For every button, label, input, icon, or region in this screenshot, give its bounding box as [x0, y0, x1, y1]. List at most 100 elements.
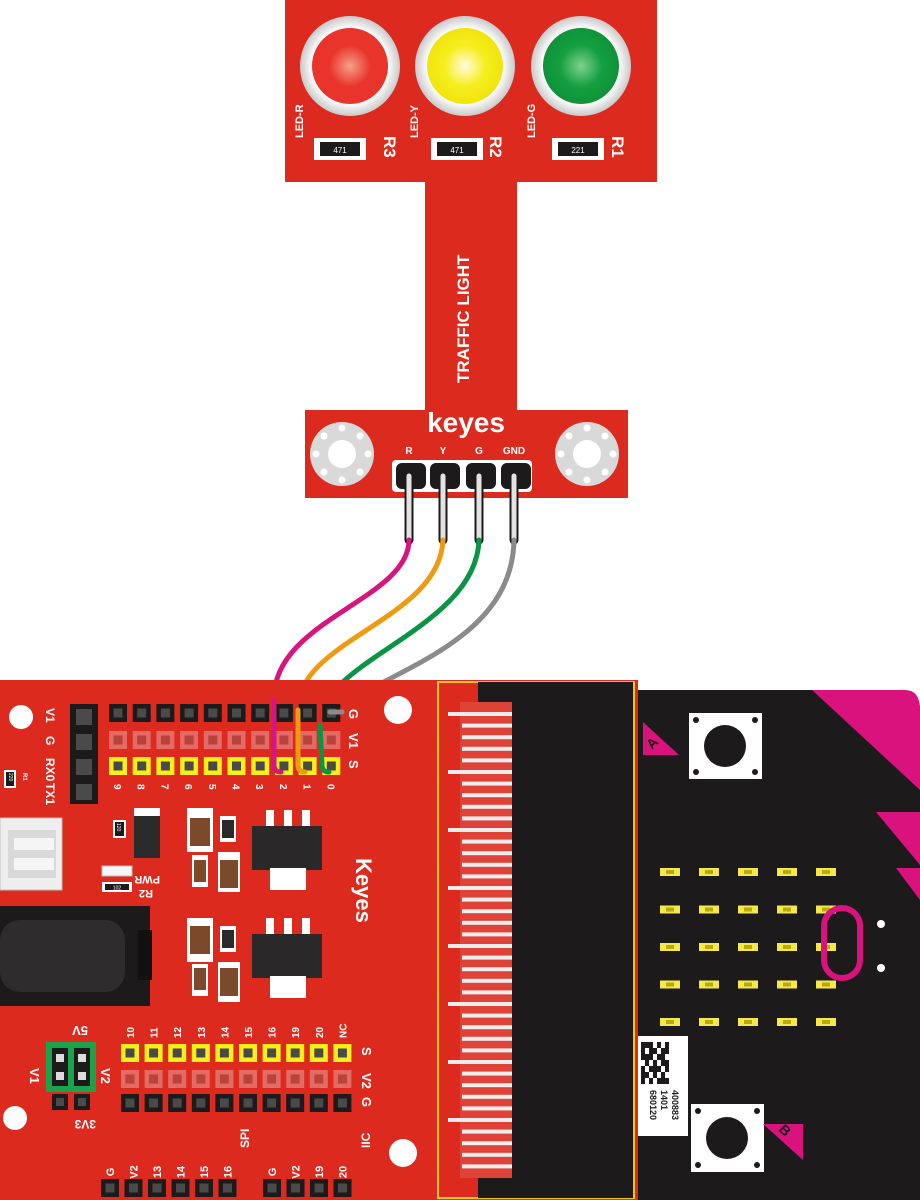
spi-pin-label-0: G: [105, 1168, 117, 1177]
edge-finger-6: [462, 781, 512, 786]
uart-label-v1: V1: [43, 708, 57, 723]
qr-module: [665, 1060, 669, 1066]
bottom-pin-v2-6-hole: [267, 1074, 277, 1084]
uart-header: [70, 704, 98, 804]
top-pin-s-2-hole: [160, 761, 170, 771]
top-pin-number-6: 6: [182, 784, 193, 790]
qr-module: [641, 1072, 645, 1078]
edge-finger-3: [462, 746, 512, 751]
qr-module: [649, 1048, 653, 1054]
top-pin-number-5: 5: [206, 784, 217, 790]
top-pin-g-1-hole: [137, 708, 147, 718]
qr-module: [641, 1048, 645, 1054]
module-brand: keyes: [427, 407, 505, 438]
button-a[interactable]: [689, 713, 762, 779]
bottom-pin-s-4-hole: [219, 1048, 229, 1058]
top-pin-number-4: 4: [230, 784, 241, 790]
bottom-pin-number-13: 13: [197, 1026, 208, 1038]
top-pin-s-6-hole: [255, 761, 265, 771]
edge-finger-30: [448, 1060, 512, 1064]
top-pin-v1-4-hole: [208, 735, 218, 745]
qr-module: [649, 1078, 653, 1084]
uart-label-tx1: TX1: [43, 783, 57, 805]
top-pin-v1-0-hole: [113, 735, 123, 745]
matrix-led-die-3-4: [822, 982, 830, 987]
qr-module: [645, 1042, 649, 1048]
iic-pin-1-hole: [291, 1183, 300, 1193]
top-row-label-s: S: [346, 760, 361, 769]
matrix-led-die-2-1: [705, 945, 713, 949]
traffic-light-module: LED-R LED-Y LED-G 471 R3 471 R2 221 R1 T…: [285, 0, 657, 498]
edge-finger-0: [448, 712, 512, 716]
top-pin-number-3: 3: [253, 784, 264, 790]
bottom-pin-g-2-hole: [172, 1098, 182, 1108]
edge-finger-35: [448, 1118, 512, 1122]
button-b[interactable]: [691, 1104, 764, 1172]
top-pin-v1-9-hole: [326, 735, 336, 745]
iic-pin-label-3: 20: [338, 1166, 350, 1178]
button-a-marker: [643, 722, 679, 755]
qr-text-2: 1401: [659, 1090, 669, 1110]
bottom-header: [121, 1044, 352, 1112]
bottom-pin-s-8-hole: [314, 1048, 324, 1058]
edge-finger-23: [462, 978, 512, 983]
edge-finger-28: [462, 1036, 512, 1041]
iic-pin-label-2: 19: [314, 1166, 326, 1178]
edge-finger-11: [462, 839, 512, 844]
edge-finger-16: [462, 897, 512, 902]
bottom-pin-v2-3-hole: [196, 1074, 206, 1084]
pin-label-gnd: GND: [503, 446, 525, 457]
bottom-pin-v2-9-hole: [337, 1074, 347, 1084]
edge-connector-fingers: [448, 712, 512, 1169]
spi-pin-1-hole: [129, 1183, 138, 1193]
bottom-pin-v2-1-hole: [149, 1074, 159, 1084]
top-pin-s-0-hole: [113, 761, 123, 771]
edge-finger-20: [448, 944, 512, 948]
matrix-led-die-4-2: [744, 1020, 752, 1024]
qr-text-1: 400883: [670, 1090, 680, 1120]
edge-finger-29: [462, 1048, 512, 1053]
bottom-pin-number-20: 20: [315, 1026, 326, 1038]
top-pin-g-5-hole: [232, 708, 241, 718]
edge-finger-18: [462, 920, 512, 925]
bottom-pin-v2-4-hole: [219, 1074, 229, 1084]
qr-module: [661, 1048, 665, 1054]
bottom-pin-v2-7-hole: [290, 1074, 300, 1084]
matrix-led-die-1-3: [783, 907, 791, 912]
edge-connector-slot: [437, 681, 635, 1199]
matrix-led-die-3-1: [705, 982, 713, 987]
pin-label-g: G: [475, 446, 483, 457]
bottom-pin-s-9-hole: [337, 1048, 347, 1058]
top-pin-g-8-hole: [303, 708, 313, 718]
resistor-r1-label: R1: [608, 136, 627, 158]
qr-module: [665, 1078, 669, 1084]
shield-hole-bl: [3, 1106, 27, 1130]
pwr-led: [101, 865, 133, 877]
led-red: [300, 16, 400, 116]
qr-module: [641, 1042, 645, 1048]
uart-label-g: G: [43, 736, 57, 745]
jst-connector: [0, 817, 63, 891]
power-jumper[interactable]: [46, 1042, 96, 1110]
microbit-logo: [821, 905, 863, 981]
edge-finger-36: [462, 1129, 512, 1134]
shield-hole-tr: [384, 696, 412, 724]
edge-finger-21: [462, 955, 512, 960]
jumper-label-v2: V2: [98, 1068, 113, 1084]
matrix-led-die-3-3: [783, 982, 791, 987]
qr-module: [661, 1060, 665, 1066]
small-resistor-code: 220: [7, 773, 13, 782]
led-green: [531, 16, 631, 116]
bottom-pin-number-19: 19: [291, 1026, 302, 1038]
iic-pin-label-0: G: [267, 1168, 279, 1177]
shield-brand: Keyes: [351, 858, 376, 923]
jumper-label-3v3: 3V3: [74, 1117, 96, 1131]
spi-pin-label-3: 14: [176, 1165, 188, 1178]
top-pin-g-4-hole: [208, 708, 218, 718]
dc-jack: [0, 906, 152, 1006]
